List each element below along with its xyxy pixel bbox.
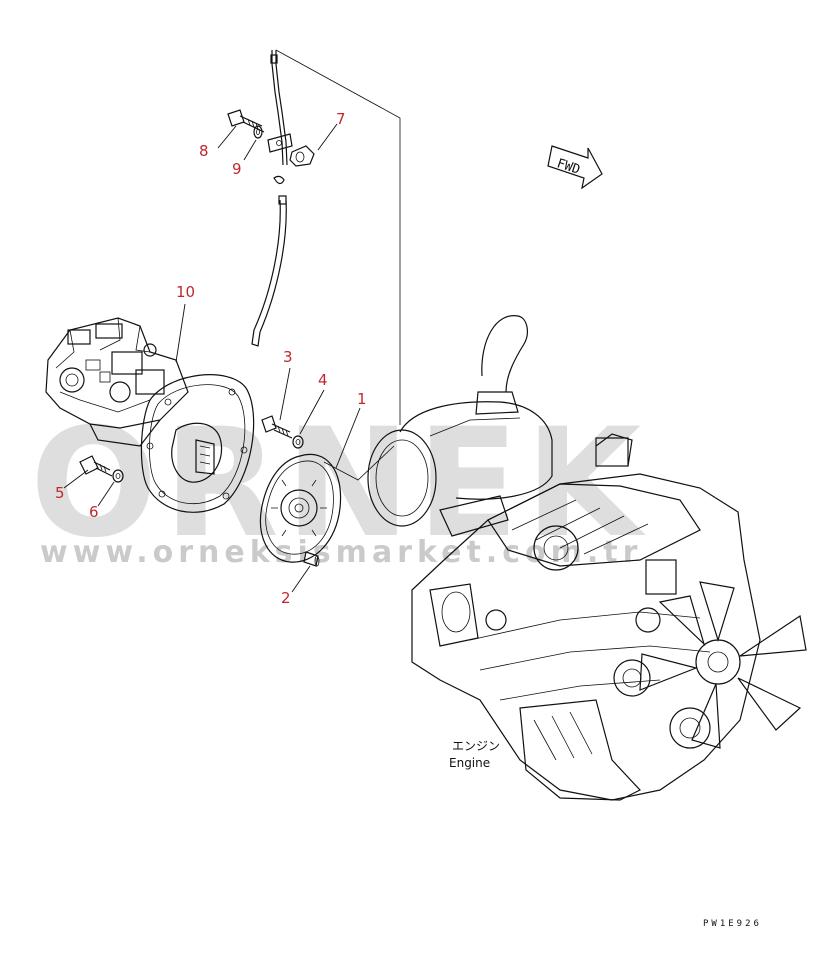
washer-9 xyxy=(253,125,263,139)
drawing-code: PW1E926 xyxy=(703,919,762,929)
hydraulic-pump xyxy=(45,317,189,447)
clamp-bracket xyxy=(267,133,293,153)
engine-label: エンジン Engine xyxy=(449,739,500,770)
callout-10: 10 xyxy=(176,283,195,301)
engine-label-en: Engine xyxy=(449,756,490,770)
callout-7: 7 xyxy=(336,110,346,128)
engine xyxy=(367,315,807,801)
watermark-url: www.orneksismarket.com.tr xyxy=(40,535,642,570)
fwd-arrow: FWD xyxy=(547,145,603,190)
watermark: ORNEK www.orneksismarket.com.tr xyxy=(30,397,642,571)
callout-1: 1 xyxy=(357,390,367,408)
callout-5: 5 xyxy=(55,484,65,502)
washer-6 xyxy=(112,469,124,483)
leader-lines xyxy=(63,123,361,593)
nut-7 xyxy=(289,145,315,167)
engine-label-jp: エンジン xyxy=(452,739,500,753)
callout-8: 8 xyxy=(199,142,209,160)
callout-3: 3 xyxy=(283,348,293,366)
damper-disc xyxy=(259,453,342,563)
callout-2: 2 xyxy=(281,589,291,607)
fwd-label: FWD xyxy=(555,156,582,178)
dipstick-gauge xyxy=(251,50,288,347)
callout-4: 4 xyxy=(318,371,328,389)
pump-flange xyxy=(140,374,255,513)
washer-4 xyxy=(292,435,304,449)
callout-numbers: 7 8 9 10 3 4 1 5 6 2 xyxy=(55,110,367,607)
callout-9: 9 xyxy=(232,160,242,178)
callout-6: 6 xyxy=(89,503,99,521)
dowel-pin-2 xyxy=(303,551,320,567)
damper-guide-line xyxy=(323,445,395,481)
bolt-5 xyxy=(79,455,113,477)
dipstick-guide-line xyxy=(275,49,401,425)
bolt-3 xyxy=(261,415,293,439)
